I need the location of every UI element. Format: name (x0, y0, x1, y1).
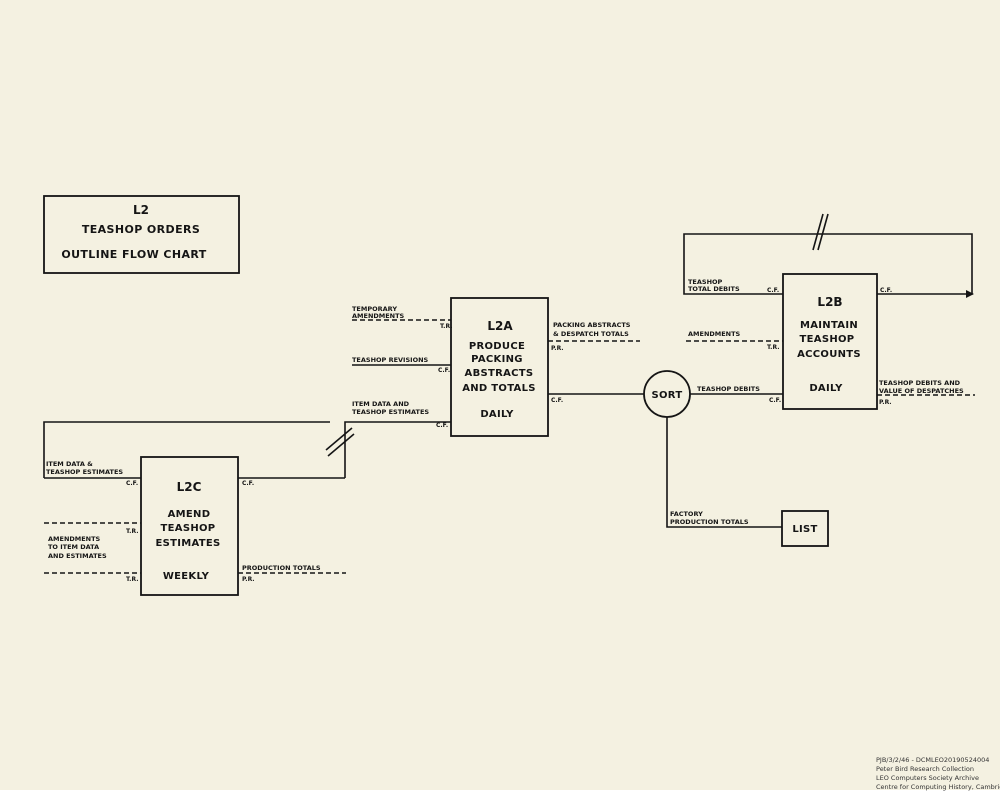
label-packing-2: & DESPATCH TOTALS (553, 330, 629, 338)
line-item-data-to-l2a (344, 421, 451, 478)
tag-cf-l2a-1: C.F. (438, 367, 450, 374)
label-debits-out-2: VALUE OF DESPATCHES (879, 387, 964, 395)
break-mark-2 (327, 433, 355, 457)
loop-break-mark-2 (817, 213, 829, 251)
label-amendments: AMENDMENTS (688, 330, 741, 338)
l2b-code: L2B (817, 295, 842, 309)
l2a-line-4: AND TOTALS (462, 383, 536, 394)
tag-tr-l2a-1: T.R. (440, 323, 452, 330)
label-amend-l2c-1: AMENDMENTS (48, 535, 101, 543)
tag-cf-l2a-2: C.F. (436, 422, 448, 429)
label-item-data-l2c-1: ITEM DATA & (46, 460, 93, 468)
tag-pr-l2b: P.R. (879, 399, 892, 406)
list-label: LIST (792, 524, 817, 535)
loop-break-mark-1 (812, 213, 824, 251)
loop-arrowhead (966, 290, 974, 298)
label-amend-l2c-2: TO ITEM DATA (48, 543, 99, 551)
l2c-line-1: AMEND (168, 509, 211, 520)
process-box-l2a: L2A PRODUCE PACKING ABSTRACTS AND TOTALS… (450, 297, 549, 437)
l2a-code: L2A (487, 319, 513, 333)
break-mark-1 (325, 427, 353, 451)
label-temporary-1: TEMPORARY (352, 305, 397, 313)
l2a-line-3: ABSTRACTS (465, 368, 534, 379)
l2c-line-3: ESTIMATES (155, 538, 220, 549)
l2a-line-2: PACKING (471, 354, 523, 365)
label-item-data-1: ITEM DATA AND (352, 400, 410, 408)
label-factory-1: FACTORY (670, 510, 703, 518)
caption-line-3: LEO Computers Society Archive (876, 774, 979, 782)
label-amend-l2c-3: AND ESTIMATES (48, 552, 107, 560)
label-packing-1: PACKING ABSTRACTS (553, 321, 631, 329)
caption-line-2: Peter Bird Research Collection (876, 765, 975, 773)
label-teashop-revisions: TEASHOP REVISIONS (352, 356, 429, 364)
l2a-frequency: DAILY (480, 409, 514, 420)
sort-circle: SORT (643, 370, 691, 418)
label-production-totals: PRODUCTION TOTALS (242, 564, 321, 572)
l2a-line-1: PRODUCE (469, 341, 525, 352)
l2c-frequency: WEEKLY (163, 571, 210, 582)
tag-tr-l2c-2: T.R. (126, 576, 138, 583)
tag-tr-l2c-1: T.R. (126, 528, 138, 535)
line-l2c-loop (43, 421, 330, 478)
tag-pr-l2a: P.R. (551, 345, 564, 352)
l2b-frequency: DAILY (809, 383, 843, 394)
tag-cf-l2b-loop-in: C.F. (767, 287, 779, 294)
tag-cf-l2b-in: C.F. (769, 397, 781, 404)
l2c-code: L2C (177, 480, 202, 494)
label-temporary-2: AMENDMENTS (352, 312, 405, 320)
line-sort-to-list (666, 417, 782, 528)
list-box: LIST (781, 510, 829, 547)
tag-cf-l2b-loop-out: C.F. (880, 287, 892, 294)
l2c-line-2: TEASHOP (161, 523, 216, 534)
tag-cf-l2c-in: C.F. (126, 480, 138, 487)
label-total-debits-2: TOTAL DEBITS (688, 285, 740, 293)
label-item-data-l2c-2: TEASHOP ESTIMATES (46, 468, 123, 476)
archive-caption: PJB/3/2/46 - DCMLEO20190524004 Peter Bir… (876, 756, 1000, 792)
caption-line-4: Centre for Computing History, Cambridge (876, 783, 1000, 791)
l2b-line-2: TEASHOP (800, 334, 855, 345)
label-total-debits-1: TEASHOP (688, 278, 723, 286)
caption-line-1: PJB/3/2/46 - DCMLEO20190524004 (876, 756, 990, 764)
title-line-2: OUTLINE FLOW CHART (61, 248, 206, 261)
title-code: L2 (133, 203, 149, 217)
label-item-data-2: TEASHOP ESTIMATES (352, 408, 429, 416)
process-box-l2c: L2C AMEND TEASHOP ESTIMATES WEEKLY (140, 456, 239, 596)
label-factory-2: PRODUCTION TOTALS (670, 518, 749, 526)
title-line-1: TEASHOP ORDERS (82, 223, 200, 236)
label-teashop-debits: TEASHOP DEBITS (697, 385, 760, 393)
l2b-line-3: ACCOUNTS (797, 349, 861, 360)
sort-label: SORT (652, 390, 683, 401)
process-box-l2b: L2B MAINTAIN TEASHOP ACCOUNTS DAILY (782, 273, 878, 410)
tag-cf-l2a-out: C.F. (551, 397, 563, 404)
tag-tr-l2b: T.R. (767, 344, 779, 351)
label-debits-out-1: TEASHOP DEBITS AND (879, 379, 961, 387)
l2b-line-1: MAINTAIN (800, 320, 858, 331)
tag-cf-l2c-out: C.F. (242, 480, 254, 487)
line-l2b-loop (683, 233, 973, 295)
title-box: L2 TEASHOP ORDERS OUTLINE FLOW CHART (43, 195, 240, 274)
tag-pr-l2c: P.R. (242, 576, 255, 583)
